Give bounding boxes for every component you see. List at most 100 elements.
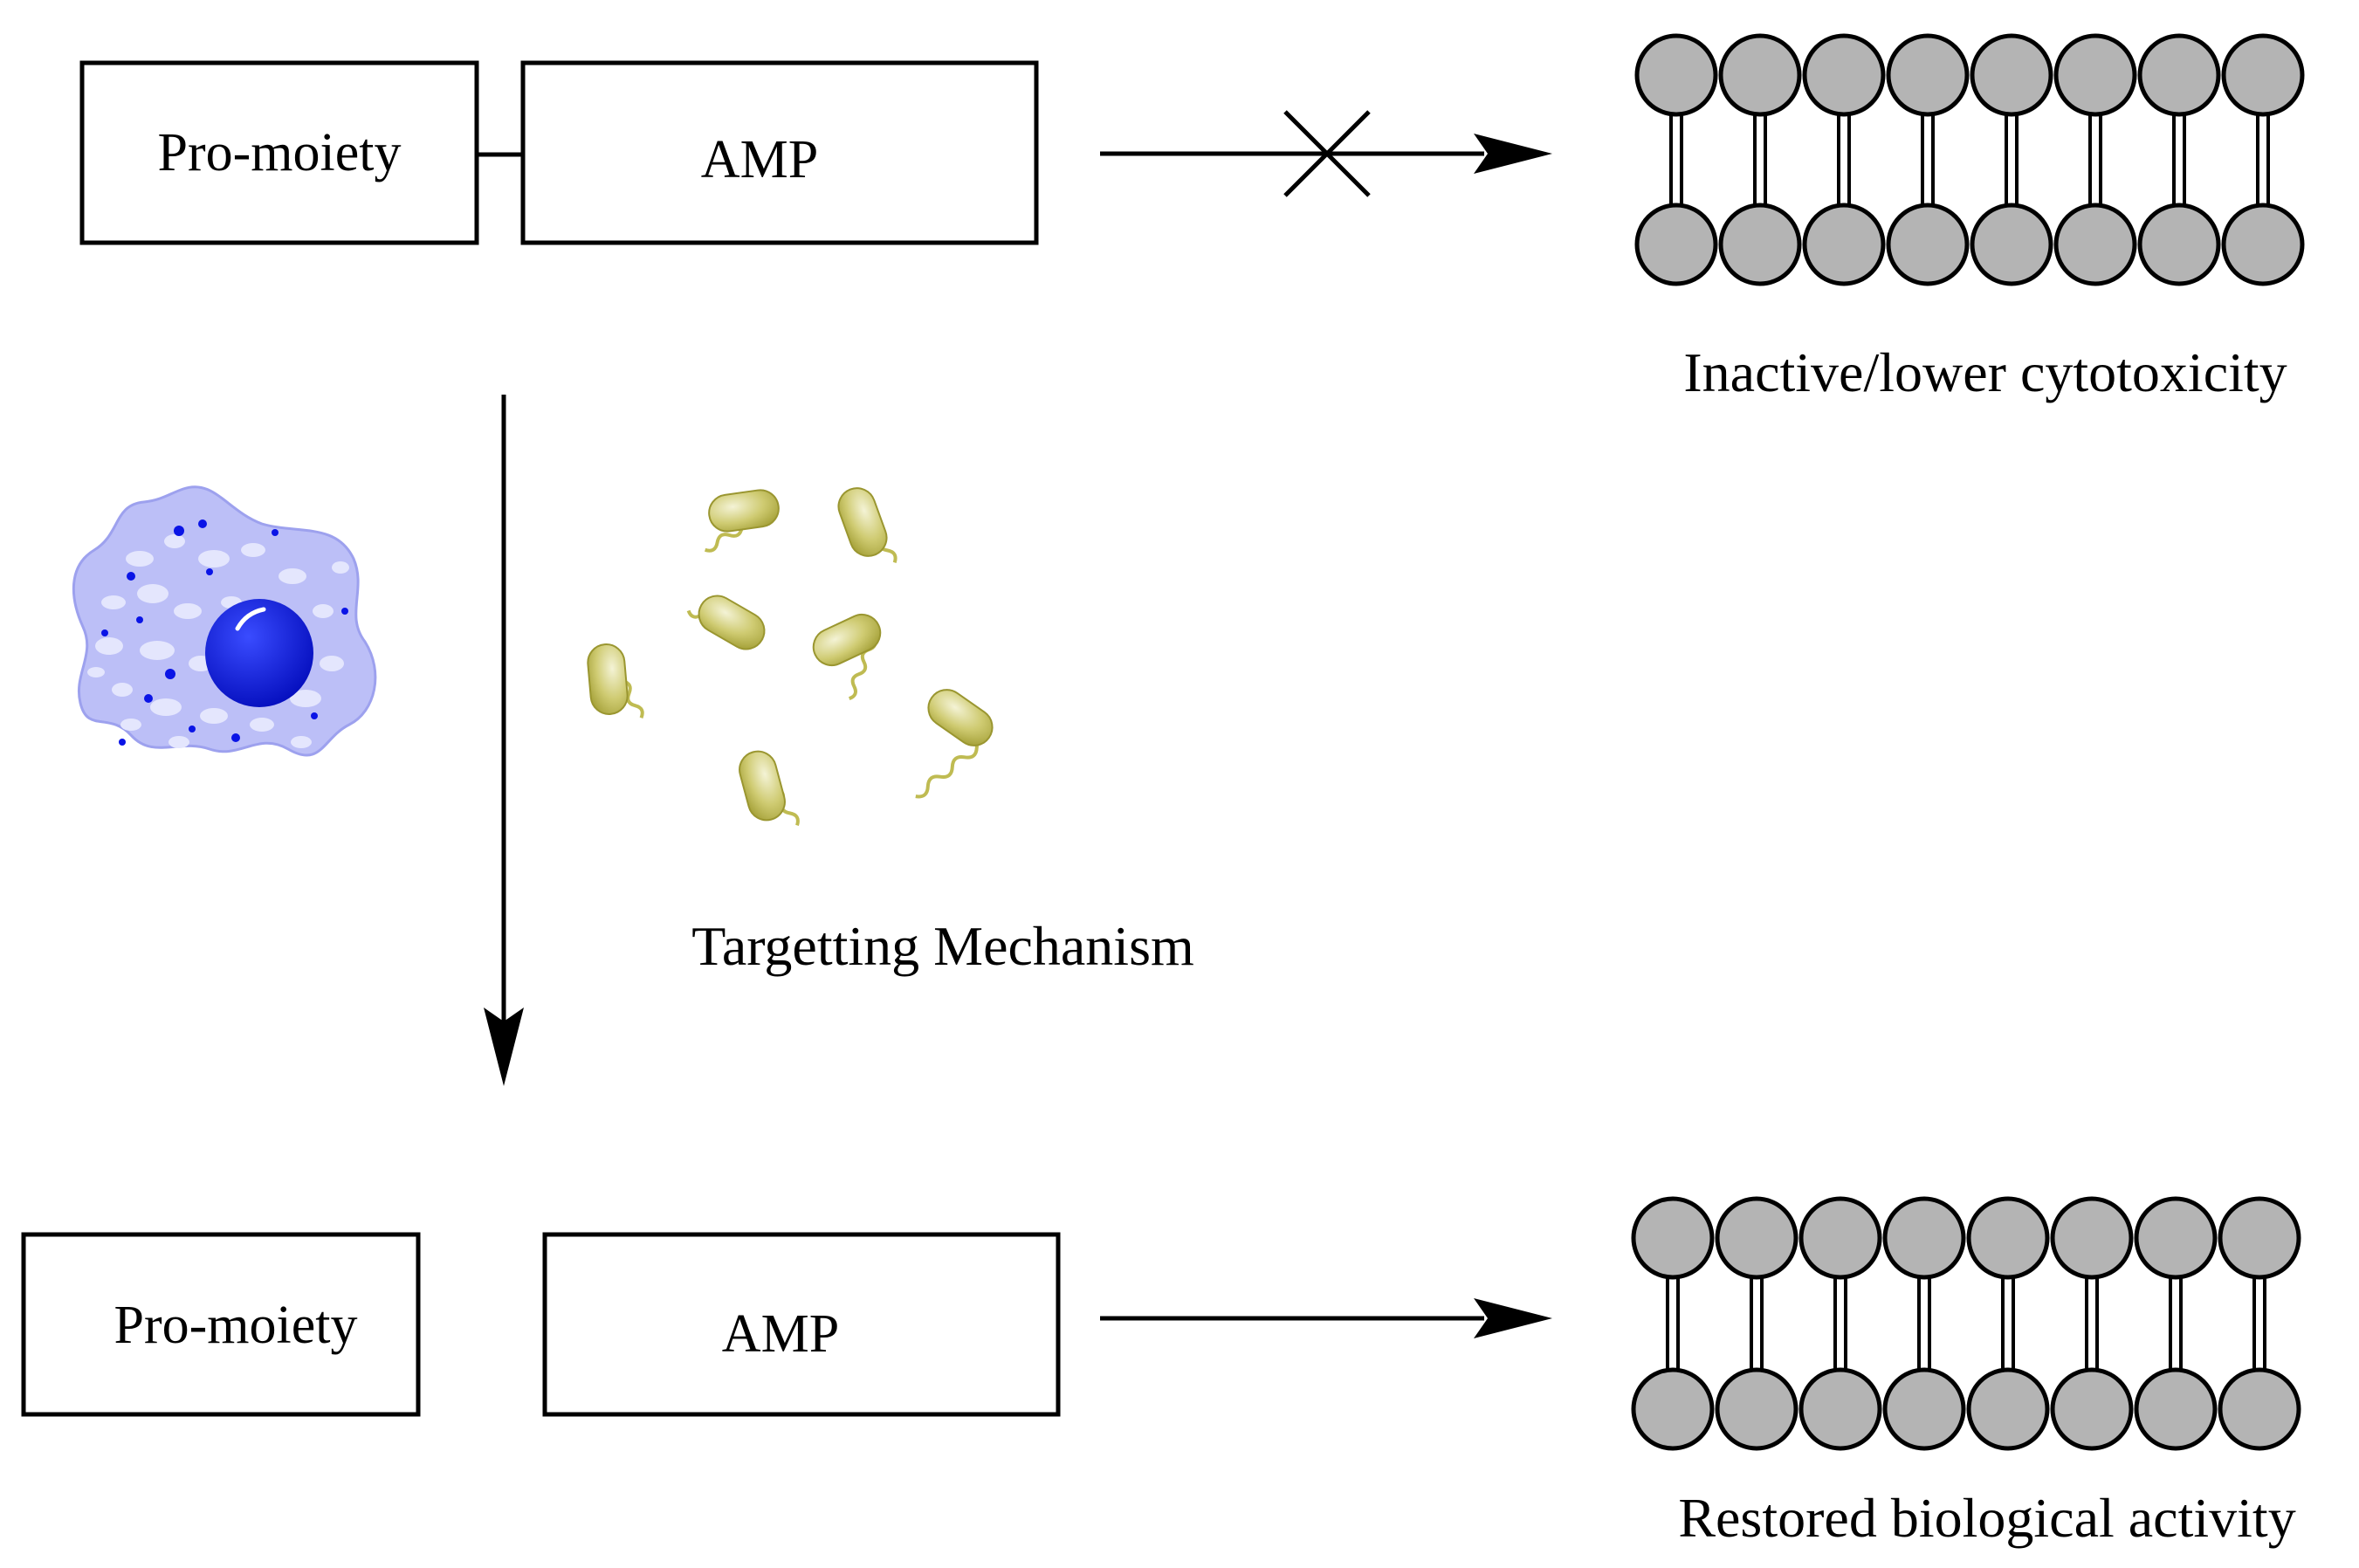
top-arrow-head	[1474, 134, 1552, 174]
top-lipid-bilayer	[1634, 33, 2305, 286]
bottom-lipid-head-inner	[1882, 1367, 1966, 1451]
cell-vesicle	[200, 708, 228, 724]
bacterium-body	[587, 643, 629, 715]
top-prodrug: Pro-moiety AMP	[79, 60, 1039, 245]
bottom-arrow-head	[1474, 1298, 1552, 1338]
cell-granule	[144, 694, 153, 703]
cell-granule	[231, 733, 240, 742]
top-lipid-head-inner	[2137, 203, 2221, 286]
cell-granule	[311, 712, 318, 719]
nucleus-highlight	[235, 607, 266, 631]
cell-vesicle	[87, 667, 105, 677]
top-lipid-head-inner	[1718, 203, 1802, 286]
bacterium-body	[698, 595, 766, 650]
top-blocked-arrow	[1100, 110, 1552, 197]
cell-vesicle	[279, 568, 306, 584]
targeting-mechanism-caption: Targetting Mechanism	[691, 915, 1194, 977]
cell-granule	[174, 526, 184, 536]
cell-vesicle	[291, 736, 312, 748]
bottom-lipid-tail	[1750, 1277, 1764, 1370]
top-lipid-head-inner	[1634, 203, 1718, 286]
top-lipid-tail	[1753, 114, 1767, 205]
top-lipid-tail	[2172, 114, 2186, 205]
bottom-lipid-head-inner	[1631, 1367, 1715, 1451]
cell-vesicle	[95, 637, 123, 655]
bottom-lipid-head-outer	[1798, 1196, 1882, 1280]
cell-nucleus	[205, 599, 313, 707]
bottom-lipid-head-outer	[1631, 1196, 1715, 1280]
cell-granule	[189, 726, 196, 732]
bottom-promoiety-label: Pro-moiety	[114, 1296, 358, 1355]
cell-vesicle	[140, 641, 175, 660]
top-lipid-head-inner	[1970, 203, 2053, 286]
cell-vesicle	[174, 603, 202, 619]
top-lipid-tail	[2256, 114, 2270, 205]
cell-vesicle	[126, 551, 154, 567]
bottom-lipid-head-inner	[1966, 1367, 2050, 1451]
top-lipid-head-outer	[1718, 33, 1802, 117]
top-lipid-head-inner	[2053, 203, 2137, 286]
top-lipid-head-outer	[1634, 33, 1718, 117]
bottom-arrow	[1100, 1298, 1552, 1338]
top-lipid-head-inner	[1802, 203, 1886, 286]
bottom-lipid-head-inner	[1715, 1367, 1798, 1451]
top-amp-label: AMP	[701, 130, 818, 189]
bacterium-body	[812, 613, 882, 667]
top-lipid-head-outer	[1886, 33, 1970, 117]
cell-granule	[101, 629, 108, 636]
bacteria-cluster-icon	[587, 487, 994, 827]
bottom-lipid-head-inner	[2134, 1367, 2218, 1451]
top-lipid-head-outer	[2221, 33, 2305, 117]
cell-vesicle	[313, 604, 334, 618]
top-lipid-head-outer	[1802, 33, 1886, 117]
bacterium-body	[739, 750, 786, 822]
bacterium	[915, 689, 994, 799]
top-lipid-tail	[2088, 114, 2102, 205]
cell-vesicle	[250, 718, 274, 732]
top-lipid-head-outer	[2137, 33, 2221, 117]
top-lipid-head-outer	[1970, 33, 2053, 117]
cell-granule	[198, 519, 207, 528]
targeting-arrow	[484, 395, 524, 1086]
cell-granule	[127, 572, 135, 581]
top-lipid-tail	[1837, 114, 1851, 205]
block-cross-line-2	[1283, 110, 1371, 197]
cell-vesicle	[150, 698, 182, 716]
cell-vesicle	[168, 736, 189, 748]
bottom-lipid-tail	[1833, 1277, 1847, 1370]
bacterium-body	[927, 689, 994, 746]
bottom-lipid-head-outer	[1882, 1196, 1966, 1280]
top-lipid-head-outer	[2053, 33, 2137, 117]
cell-vesicle	[241, 543, 265, 557]
bottom-released: Pro-moiety AMP	[21, 1232, 1061, 1417]
bottom-lipid-head-outer	[1966, 1196, 2050, 1280]
bottom-lipid-head-outer	[2218, 1196, 2301, 1280]
bacterium	[587, 643, 644, 719]
bacterium-flagellum	[915, 735, 990, 799]
cell-vesicle	[112, 683, 133, 697]
cell-granule	[341, 608, 348, 615]
bottom-lipid-head-outer	[2134, 1196, 2218, 1280]
bottom-lipid-tail	[1917, 1277, 1931, 1370]
bottom-membrane-caption: Restored biological activity	[1678, 1487, 2295, 1549]
cell-vesicle	[137, 584, 168, 603]
top-lipid-tail	[1669, 114, 1683, 205]
cell-vesicle	[120, 719, 141, 731]
top-lipid-tail	[1921, 114, 1935, 205]
bacterium	[686, 595, 766, 650]
cell-granule	[136, 616, 143, 623]
bacterium-body	[837, 487, 888, 557]
bottom-lipid-bilayer	[1631, 1196, 2301, 1451]
targeting-arrow-head	[484, 1008, 524, 1086]
bottom-lipid-tail	[1666, 1277, 1680, 1370]
bacterium	[812, 613, 882, 700]
cell-granule	[165, 669, 175, 679]
cell-vesicle	[101, 595, 126, 609]
bottom-lipid-tail	[2169, 1277, 2183, 1370]
cell-granule	[119, 739, 126, 746]
macrophage-cell-icon	[72, 485, 377, 757]
cell-vesicle	[290, 690, 321, 707]
bottom-amp-label: AMP	[722, 1304, 839, 1364]
